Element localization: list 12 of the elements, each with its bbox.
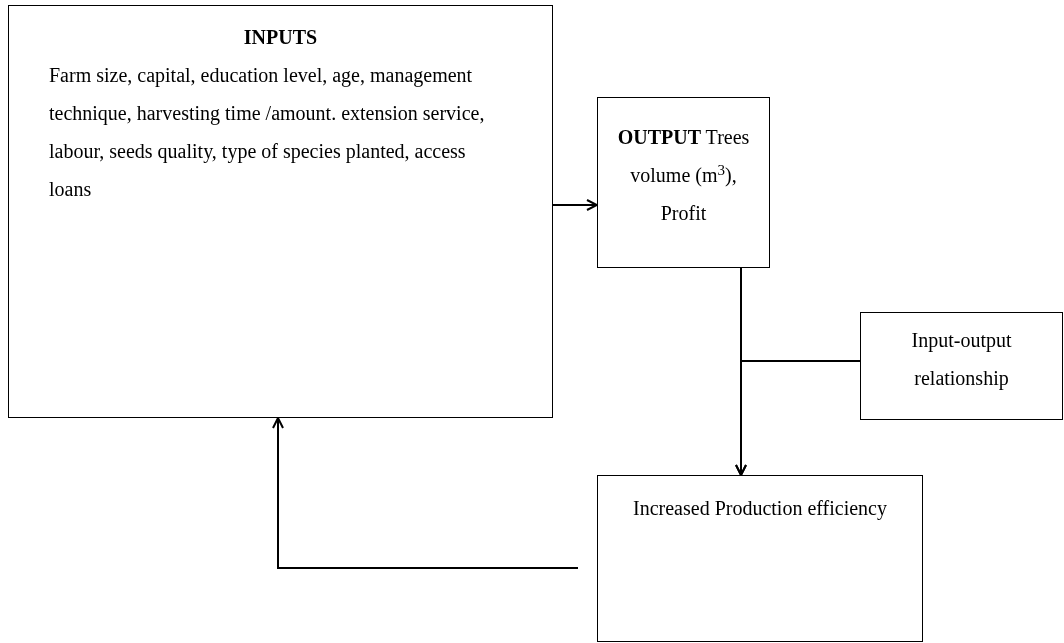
process-box [597, 97, 770, 268]
box-text: Input-output relationship [910, 328, 1013, 392]
arrow [735, 360, 861, 476]
arrow [272, 417, 579, 569]
box-text: Increased Production efficiency [632, 496, 888, 522]
process-box [860, 312, 1063, 420]
process-box [8, 5, 553, 418]
box-text: OUTPUT Trees volume (m$^{3}$), Profit [616, 125, 751, 226]
process-box [597, 475, 923, 642]
box-heading: INPUTS [242, 25, 319, 50]
arrow [552, 199, 598, 211]
box-text: Farm size, capital, education level, age, management technique, harvesting time /amount. extension service, labour, seeds quality, type of species planted, access loans [49, 63, 486, 202]
